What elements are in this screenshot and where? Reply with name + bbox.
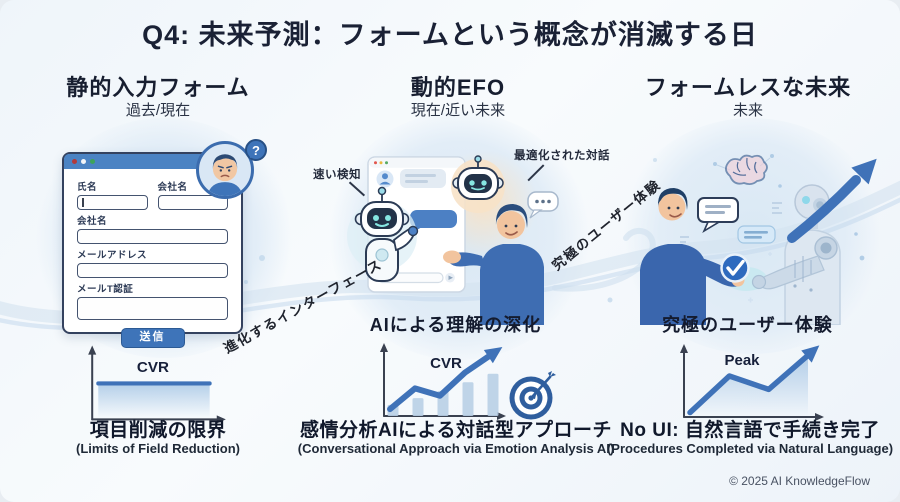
chatbot-robot-icon: [347, 186, 419, 282]
glowing-bubble-icon: [737, 225, 776, 244]
text-cursor: [82, 198, 84, 207]
column1-chart-caption-en: (Limits of Field Reduction): [76, 441, 240, 456]
field-label-name: 氏名: [77, 182, 98, 193]
question-bubble-icon: ?: [245, 139, 267, 161]
column3-caption: 究極のユーザー体験: [662, 315, 833, 335]
fast-detection-annotation: 速い検知: [313, 169, 361, 181]
email-confirm-input-field: [77, 297, 228, 320]
company-input-field: [157, 195, 228, 210]
chart1-series-label: CVR: [137, 359, 169, 376]
chart2-series-label: CVR: [430, 355, 462, 372]
name-input-field: [77, 195, 148, 210]
sent-message-bubble: [410, 210, 457, 228]
form-body: 氏名 会社名 会社名 メールアドレス メールT認証 送信: [64, 169, 241, 356]
peak-chart: Peak: [680, 344, 824, 421]
column3-period: 未来: [732, 102, 763, 119]
column3-heading: フォームレスな未来: [644, 75, 852, 100]
ai-brain-icon: [725, 154, 768, 186]
email-input-field: [77, 263, 228, 278]
column1-chart-caption: 項目削減の限界: [89, 420, 227, 441]
titlebar-dot-white: [81, 159, 86, 164]
column2-chart-caption-en: (Conversational Approach via Emotion Ana…: [297, 441, 615, 456]
page-title: Q4: 未来予測：フォームという概念が消滅する日: [142, 20, 758, 50]
column1-period: 過去/現在: [125, 102, 191, 119]
column1-heading: 静的入力フォーム: [66, 75, 250, 100]
column2-period: 現在/近い未来: [410, 102, 506, 119]
column2-heading: 動的EFO: [410, 75, 506, 100]
company2-input-field: [77, 229, 228, 244]
titlebar-dot-red: [72, 159, 77, 164]
smiling-user-illustration: [443, 204, 544, 325]
submit-button: 送信: [120, 328, 185, 348]
received-message-bubble: [400, 169, 446, 188]
humanoid-ai-robot-illustration: [751, 184, 841, 325]
formless-future-illustration: [640, 154, 877, 325]
chart3-series-label: Peak: [724, 352, 760, 369]
column3-chart-caption: No UI: 自然言語で手続き完了: [620, 420, 880, 441]
checkmark-circle-icon: [720, 253, 750, 283]
typing-dots-bubble: [527, 191, 559, 219]
column3-chart-caption-en: (Procedures Completed via Natural Langua…: [606, 441, 894, 456]
field-label-company2: 会社名: [77, 216, 108, 227]
speech-bubble-icon: [697, 197, 739, 233]
optimized-dialogue-annotation: 最適化された対話: [514, 150, 610, 162]
static-form-illustration: 氏名 会社名 会社名 メールアドレス メールT認証 送信: [62, 152, 243, 348]
column2-chart-caption: 感情分析AIによる対話型アプローチ: [300, 420, 612, 441]
cvr-growth-chart: CVR: [380, 343, 556, 420]
field-label-company: 会社名: [157, 182, 188, 193]
dartboard-target-icon: [509, 371, 556, 420]
network-dots-decoration: [680, 154, 865, 303]
copyright-text: © 2025 AI KnowledgeFlow: [729, 474, 870, 488]
floating-robot-icon: [451, 155, 505, 213]
titlebar-dot-green: [90, 159, 95, 164]
cvr-flat-chart: CVR: [88, 345, 226, 424]
growth-arrow-icon: [787, 158, 877, 243]
field-label-email: メールアドレス: [77, 250, 148, 261]
column2-caption: AIによる理解の深化: [369, 315, 542, 335]
field-label-email-confirm: メールT認証: [77, 284, 134, 295]
dynamic-efo-illustration: [347, 155, 559, 325]
